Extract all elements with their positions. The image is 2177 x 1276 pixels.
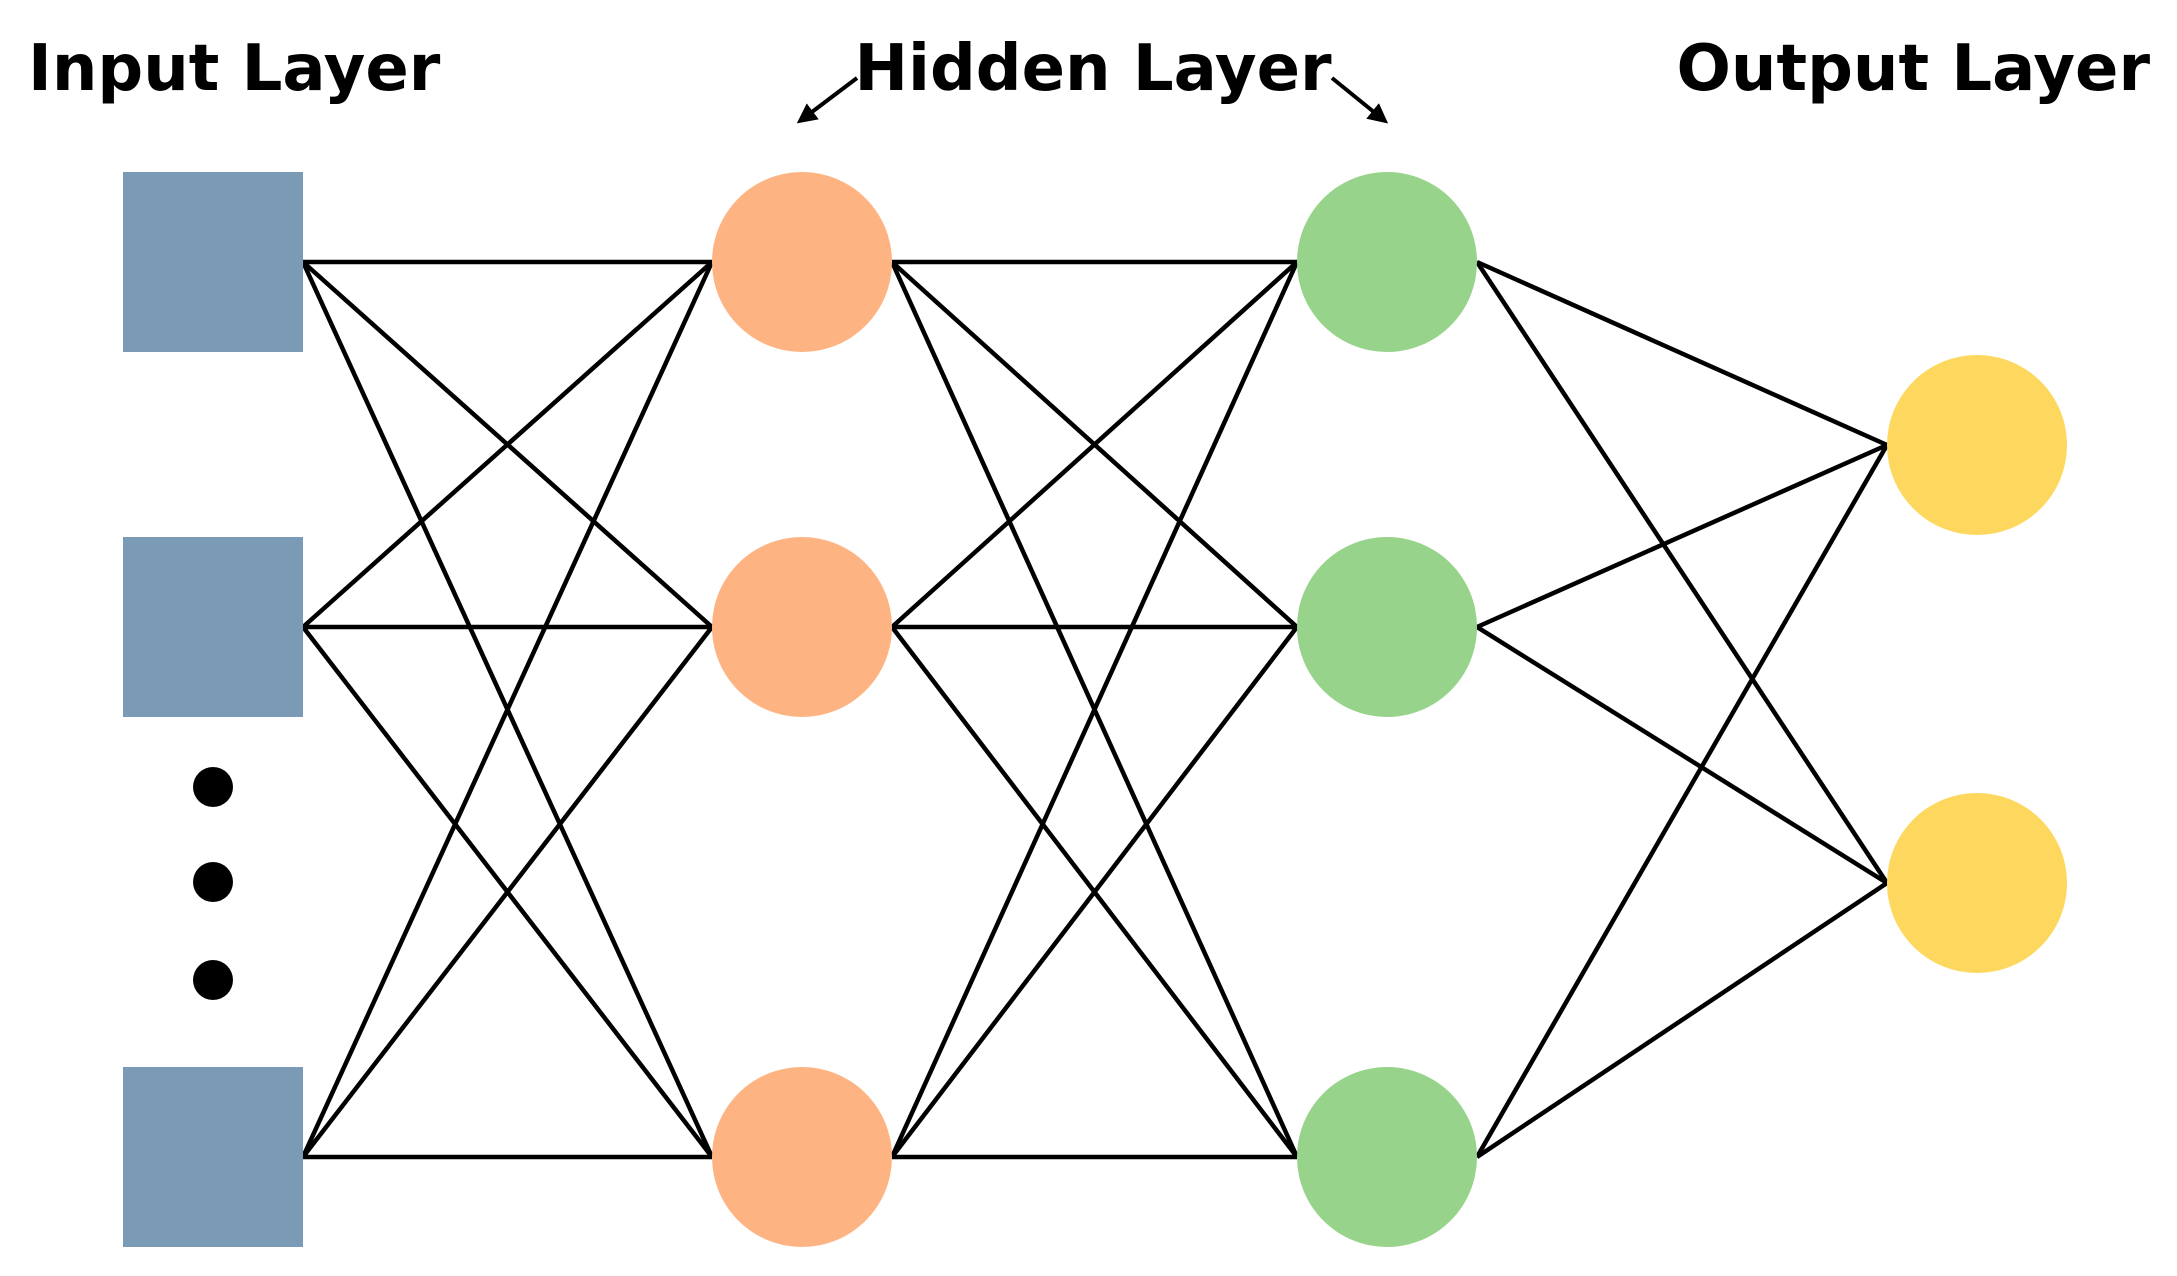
hidden-arrow-left: [796, 76, 859, 124]
input-node-2: [123, 537, 303, 717]
ellipsis-dot-1: [193, 767, 233, 807]
edge-hidden2-3-to-output-2: [1475, 881, 1889, 1159]
edge-hidden2-1-to-output-1: [1476, 259, 1888, 448]
hidden-layer-title: Hidden Layer: [854, 32, 1332, 106]
hidden1-node-1: [712, 172, 892, 352]
ellipsis-dot-2: [193, 862, 233, 902]
edge-hidden2-3-to-output-1: [1475, 443, 1889, 1159]
hidden2-node-3: [1297, 1067, 1477, 1247]
nodes: [123, 172, 2067, 1247]
ellipsis-dot-3: [193, 960, 233, 1000]
hidden1-node-2: [712, 537, 892, 717]
edge-hidden1-3-to-hidden2-1: [889, 261, 1300, 1158]
output-node-1: [1887, 355, 2067, 535]
hidden-arrow-right: [1330, 76, 1389, 124]
input-ellipsis: [193, 767, 233, 1000]
hidden1-node-3: [712, 1067, 892, 1247]
edge-input-3-to-hidden1-2: [301, 625, 714, 1159]
hidden2-node-1: [1297, 172, 1477, 352]
edge-input-2-to-hidden1-1: [301, 260, 714, 629]
edge-hidden2-1-to-output-2: [1475, 260, 1889, 885]
input-node-1: [123, 172, 303, 352]
output-layer-title: Output Layer: [1677, 32, 2151, 106]
edge-hidden1-3-to-hidden2-2: [890, 625, 1299, 1159]
input-node-3: [123, 1067, 303, 1247]
edge-hidden2-2-to-output-1: [1476, 442, 1888, 630]
output-node-2: [1887, 793, 2067, 973]
hidden2-node-2: [1297, 537, 1477, 717]
edge-hidden2-2-to-output-2: [1475, 625, 1889, 885]
input-layer-title: Input Layer: [28, 32, 441, 106]
edge-hidden1-2-to-hidden2-1: [890, 260, 1299, 629]
connections: [300, 259, 1889, 1160]
edge-input-3-to-hidden1-1: [300, 261, 715, 1158]
